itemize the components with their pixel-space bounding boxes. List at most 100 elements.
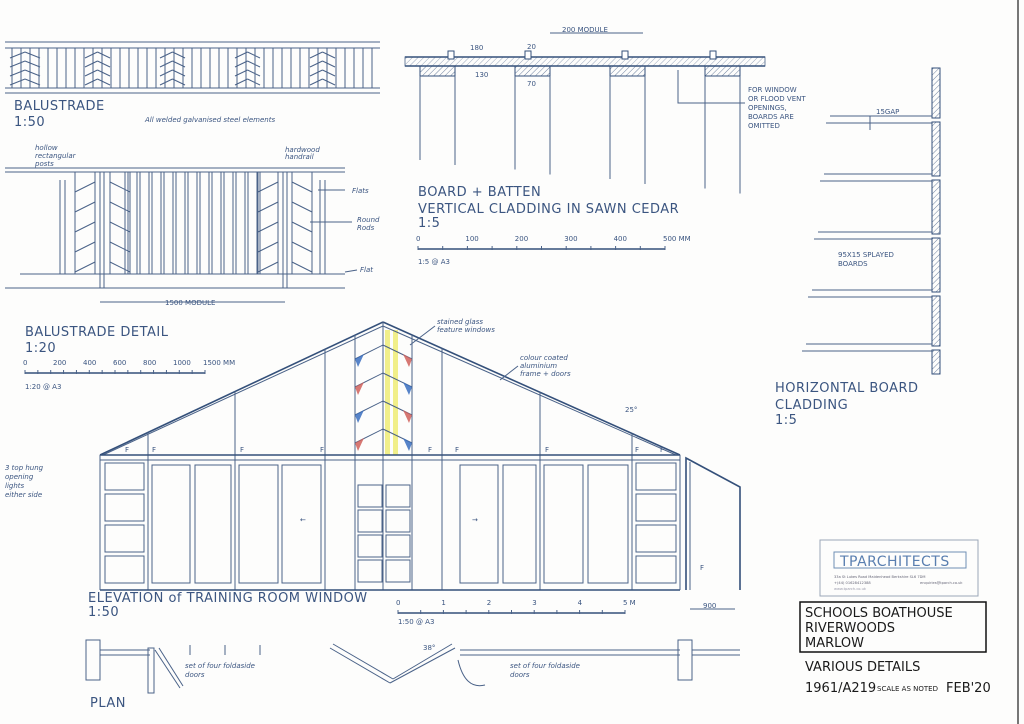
scale-bar-label: 1000 [173, 359, 191, 367]
scale-note: SCALE AS NOTED [877, 685, 938, 693]
stained-glass-pane [355, 354, 364, 367]
dim-board: 180 [470, 44, 483, 52]
flat [257, 181, 279, 193]
cladding-board [931, 349, 941, 375]
door-panel [151, 464, 191, 584]
project-line-1: SCHOOLS BOATHOUSE [805, 606, 953, 621]
flat [257, 221, 279, 233]
plan-note-right-2: doors [510, 671, 530, 679]
elevation-title: ELEVATION of TRAINING ROOM WINDOW [88, 591, 368, 606]
scale-bar-label: 800 [143, 359, 156, 367]
gap [447, 50, 455, 60]
yellow-glass-strip [393, 330, 398, 455]
roof-angle-label: 25° [625, 406, 637, 414]
note-posts-2: rectangular [35, 152, 77, 160]
svg-text:OPENINGS,: OPENINGS, [748, 104, 787, 112]
flat [74, 201, 96, 213]
door-panel [281, 464, 322, 584]
svg-text:OR FLOOD VENT: OR FLOOD VENT [748, 95, 806, 103]
flat [291, 261, 313, 273]
scale-bar-note-1-20: 1:20 @ A3 [25, 383, 61, 391]
dim-batten-depth: 70 [527, 80, 536, 88]
flat [291, 241, 313, 253]
fixed-pane-mark: F [152, 446, 156, 454]
cladding-board [931, 237, 941, 293]
note-opening-lights: 3 top hung opening lights either side [5, 464, 44, 499]
scale-bar-label: 0 [23, 359, 27, 367]
scale-bar-label: 4 [578, 599, 583, 607]
door-panel [459, 464, 499, 584]
opening-light [635, 555, 677, 584]
balustrade-elevation-drawing [5, 41, 380, 94]
scale-bar-note-1-5: 1:5 @ A3 [418, 258, 450, 266]
note-posts-1: hollow [35, 144, 58, 152]
scale-bar-label: 300 [564, 235, 577, 243]
scale-bar-label: 1500 MM [203, 359, 235, 367]
horizontal-cladding-scale: 1:5 [775, 413, 797, 428]
project-line-2: RIVERWOODS [805, 621, 895, 636]
stained-glass-pane [403, 354, 412, 367]
drawing-title: VARIOUS DETAILS [805, 660, 920, 675]
dim-batten-width: 130 [475, 71, 488, 79]
scale-bar-label: 0 [416, 235, 420, 243]
plan-note-left-2: doors [185, 671, 205, 679]
project-box [799, 601, 987, 653]
flat [109, 201, 131, 213]
boards-note-1: 95X15 SPLAYED [838, 251, 894, 259]
svg-text:lights: lights [5, 482, 25, 490]
side-unit [685, 456, 741, 590]
svg-text:OMITTED: OMITTED [748, 122, 780, 130]
svg-text:aluminium: aluminium [520, 362, 557, 370]
logo-box [819, 539, 979, 597]
gap-label: 15GAP [876, 108, 899, 116]
fixed-pane-mark: F [455, 446, 459, 454]
horizontal-cladding-title-2: CLADDING [775, 398, 848, 413]
horizontal-cladding-title-1: HORIZONTAL BOARD [775, 381, 919, 396]
flat [109, 221, 131, 233]
cladding-board [931, 295, 941, 347]
dim-900: 900 [703, 602, 716, 610]
flat [109, 181, 131, 193]
flat [74, 261, 96, 273]
boards-note-2: BOARDS [838, 260, 868, 268]
balustrade-title: BALUSTRADE [14, 99, 105, 114]
arrow-right-icon: → [472, 516, 478, 524]
dim-gap: 20 [527, 43, 536, 51]
svg-text:frame + doors: frame + doors [520, 370, 571, 378]
note-welded: All welded galvanised steel elements [144, 116, 275, 124]
label-flat: Flat [360, 266, 373, 274]
opening-light [104, 493, 145, 522]
label-flats: Flats [352, 187, 369, 195]
opening-light [635, 524, 677, 553]
fixed-pane-mark: F [240, 446, 244, 454]
board-batten-scale: 1:5 [418, 216, 440, 231]
board-omission-note: FOR WINDOW OR FLOOD VENT OPENINGS, BOARD… [748, 86, 806, 130]
drawing-number: 1961/A219 [805, 681, 876, 696]
svg-text:FOR WINDOW: FOR WINDOW [748, 86, 797, 94]
fixed-pane-mark: F [125, 446, 129, 454]
stained-glass-pane [355, 382, 364, 395]
flat [257, 261, 279, 273]
scale-bar-label: 200 [53, 359, 66, 367]
gap [621, 50, 629, 60]
company-email: enquiries@tparch.co.uk [920, 581, 963, 585]
gap [709, 50, 717, 60]
flat [74, 221, 96, 233]
flat [109, 241, 131, 253]
plan-wall [85, 639, 101, 681]
door-panel [238, 464, 279, 584]
stained-glass-pane [403, 382, 412, 395]
scale-bar-label: 400 [614, 235, 627, 243]
svg-text:colour coated: colour coated [520, 354, 568, 362]
stained-glass-pane [403, 410, 412, 423]
scale-bar-note-1-50: 1:50 @ A3 [398, 618, 434, 626]
door-panel [502, 464, 537, 584]
flat [291, 181, 313, 193]
scale-bar-label: 600 [113, 359, 126, 367]
scale-bar-label: 1 [441, 599, 445, 607]
arrow-left-icon: ← [300, 516, 306, 524]
scale-bar-label: 0 [396, 599, 400, 607]
